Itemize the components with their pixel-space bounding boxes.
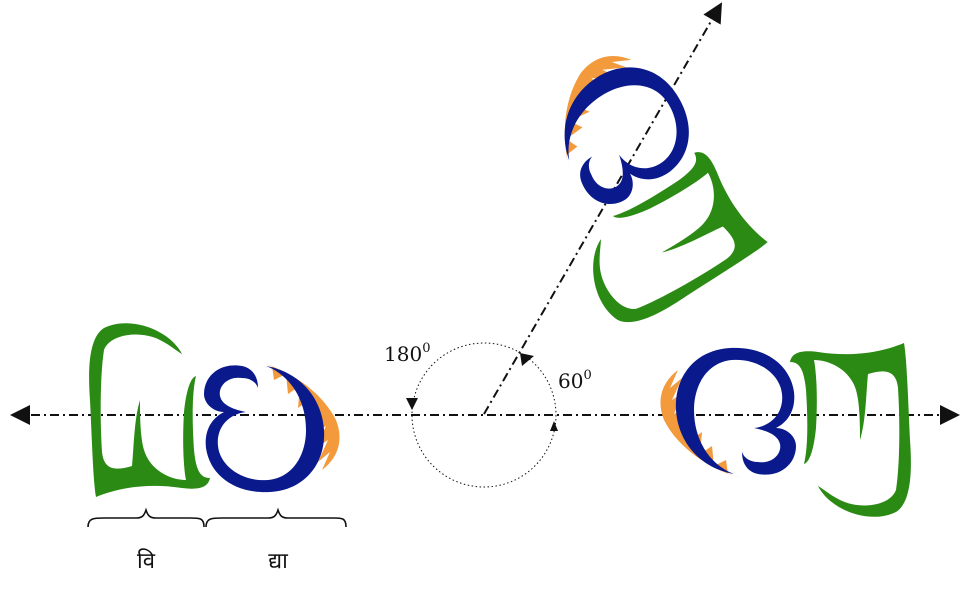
- arrowhead-60-bottom-marker-icon: [550, 421, 558, 431]
- rotation-circle: [411, 342, 557, 488]
- angle-label-180: 1800: [384, 341, 430, 366]
- rotated-axis: [483, 2, 723, 415]
- glyph-rotated-60: [495, 31, 772, 336]
- brace-right: [205, 507, 347, 528]
- angle-label-60: 600: [558, 368, 592, 393]
- arrowhead-60-top-marker-icon: [520, 353, 534, 366]
- arrowhead-180-marker-icon: [406, 398, 418, 410]
- brace-label-vi: वि: [137, 548, 156, 574]
- glyph-original: [89, 323, 340, 497]
- brace-left: [87, 507, 205, 528]
- glyph-rotated-180: [660, 343, 911, 517]
- brace-label-dya: द्या: [268, 549, 288, 574]
